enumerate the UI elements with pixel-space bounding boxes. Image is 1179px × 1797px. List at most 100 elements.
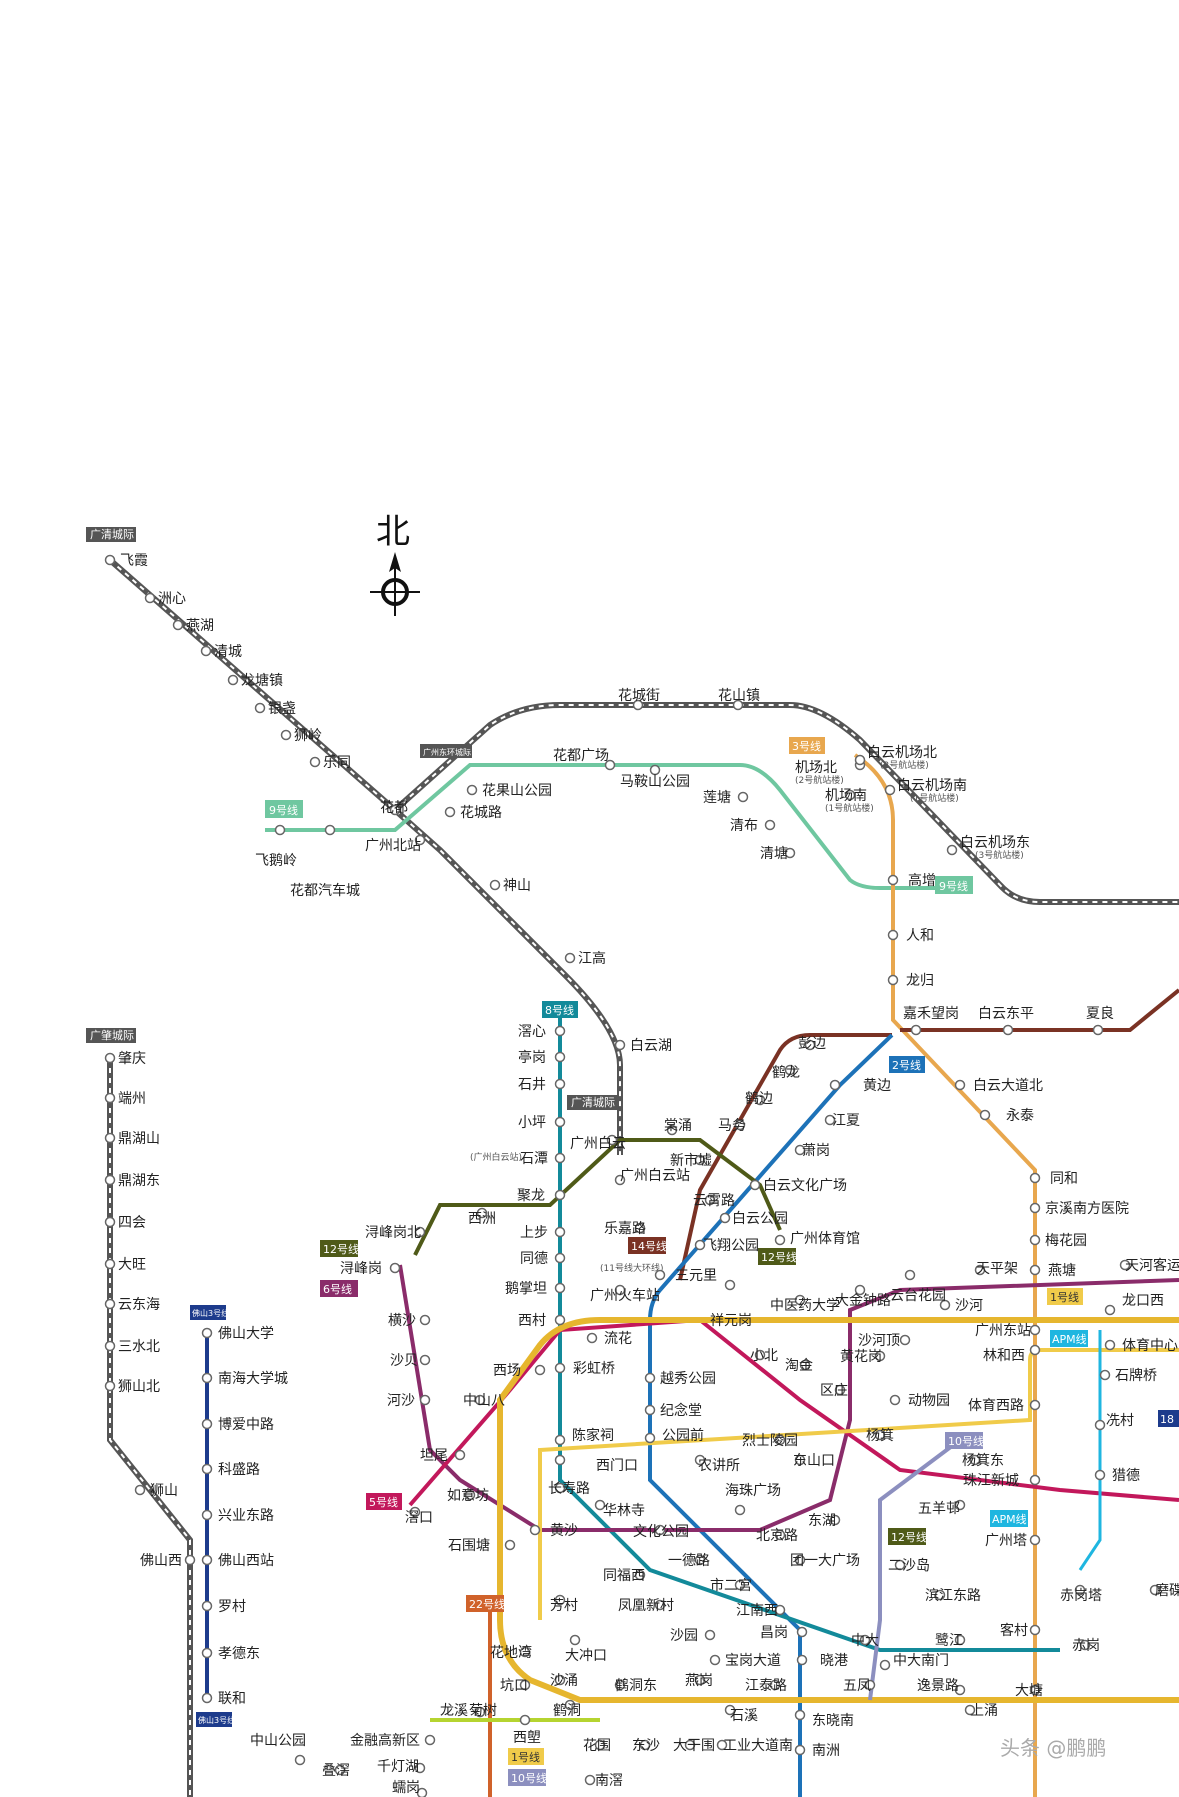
station-marker-jiahe[interactable] bbox=[912, 1026, 921, 1035]
station-marker-jiaoxin[interactable] bbox=[556, 1027, 565, 1036]
station-marker-longgui[interactable] bbox=[889, 976, 898, 985]
station-marker-zhaoqing[interactable] bbox=[106, 1054, 115, 1063]
station-marker-liede[interactable] bbox=[1096, 1471, 1105, 1480]
station-marker-yinzhan[interactable] bbox=[256, 704, 265, 713]
station-marker-fs_univ[interactable] bbox=[203, 1329, 212, 1338]
station-marker-ximenkou[interactable] bbox=[556, 1456, 565, 1465]
station-marker-caihong[interactable] bbox=[556, 1364, 565, 1373]
station-marker-guangzhouta[interactable] bbox=[1031, 1536, 1040, 1545]
station-marker-dawang[interactable] bbox=[106, 1260, 115, 1269]
station-marker-liuhua[interactable] bbox=[588, 1334, 597, 1343]
station-marker-xiaodedong[interactable] bbox=[203, 1649, 212, 1658]
station-marker-shabei[interactable] bbox=[421, 1356, 430, 1365]
station-marker-yongtai[interactable] bbox=[981, 1111, 990, 1120]
station-marker-xiaoping[interactable] bbox=[556, 1118, 565, 1127]
station-marker-baiyunhu[interactable] bbox=[616, 1041, 625, 1050]
station-marker-feixia[interactable] bbox=[106, 556, 115, 565]
station-marker-xichang[interactable] bbox=[536, 1366, 545, 1375]
station-marker-chenjiaci[interactable] bbox=[556, 1436, 565, 1445]
station-marker-tinggang[interactable] bbox=[556, 1053, 565, 1062]
station-marker-xicun[interactable] bbox=[556, 1316, 565, 1325]
station-marker-yanhu[interactable] bbox=[174, 621, 183, 630]
station-marker-foshanxi[interactable] bbox=[186, 1556, 195, 1565]
station-marker-changgang[interactable] bbox=[798, 1628, 807, 1637]
station-marker-shayuan[interactable] bbox=[706, 1631, 715, 1640]
station-marker-baiyungongyuan[interactable] bbox=[721, 1214, 730, 1223]
station-marker-kecun[interactable] bbox=[1031, 1626, 1040, 1635]
station-marker-sanshuibei[interactable] bbox=[106, 1342, 115, 1351]
station-marker-jinianguan[interactable] bbox=[646, 1406, 655, 1415]
station-marker-tiyuxilu[interactable] bbox=[1031, 1401, 1040, 1410]
station-marker-huangbian[interactable] bbox=[831, 1081, 840, 1090]
station-marker-yuntai[interactable] bbox=[906, 1271, 915, 1280]
station-marker-zhouxin[interactable] bbox=[146, 594, 155, 603]
station-marker-gaozeng[interactable] bbox=[889, 876, 898, 885]
station-marker-renhe[interactable] bbox=[889, 931, 898, 940]
station-marker-nanhai_univ[interactable] bbox=[203, 1374, 212, 1383]
station-marker-tongde[interactable] bbox=[556, 1254, 565, 1263]
station-marker-xialiang[interactable] bbox=[1094, 1026, 1103, 1035]
station-marker-nanzhou[interactable] bbox=[796, 1746, 805, 1755]
station-marker-dongwuyuan[interactable] bbox=[891, 1396, 900, 1405]
station-marker-kesheng[interactable] bbox=[203, 1465, 212, 1474]
station-marker-liantang[interactable] bbox=[739, 793, 748, 802]
station-marker-gongyuanqian[interactable] bbox=[646, 1434, 655, 1443]
station-marker-baiyun_jcb[interactable] bbox=[856, 756, 865, 765]
station-marker-shaheding[interactable] bbox=[901, 1336, 910, 1345]
station-marker-shenshan[interactable] bbox=[491, 881, 500, 890]
station-marker-xiancun[interactable] bbox=[1096, 1421, 1105, 1430]
station-marker-ezhangtan[interactable] bbox=[556, 1284, 565, 1293]
station-marker-guangzhoudong[interactable] bbox=[1031, 1326, 1040, 1335]
station-marker-baiyun_jcd[interactable] bbox=[948, 846, 957, 855]
station-marker-shishanbei[interactable] bbox=[106, 1382, 115, 1391]
station-marker-zhongdanan[interactable] bbox=[881, 1661, 890, 1670]
station-marker-shitan[interactable] bbox=[556, 1154, 565, 1163]
station-marker-shijing[interactable] bbox=[556, 1080, 565, 1089]
station-marker-shishan[interactable] bbox=[136, 1486, 145, 1495]
station-marker-shipaiqiao[interactable] bbox=[1101, 1371, 1110, 1380]
station-marker-zhujiangxincheng[interactable] bbox=[1031, 1476, 1040, 1485]
station-marker-yantang[interactable] bbox=[1031, 1266, 1040, 1275]
station-marker-dinghudong[interactable] bbox=[106, 1176, 115, 1185]
station-marker-meihuayuan[interactable] bbox=[1031, 1236, 1040, 1245]
station-marker-xingye[interactable] bbox=[203, 1511, 212, 1520]
station-marker-baiyunwenhua[interactable] bbox=[751, 1181, 760, 1190]
station-marker-qingbu[interactable] bbox=[766, 821, 775, 830]
station-marker-luocun[interactable] bbox=[203, 1602, 212, 1611]
station-marker-haizhu[interactable] bbox=[736, 1506, 745, 1515]
station-marker-dachongkou[interactable] bbox=[571, 1636, 580, 1645]
station-marker-dongxiaonan[interactable] bbox=[796, 1711, 805, 1720]
station-marker-tiyuzhongxin[interactable] bbox=[1106, 1341, 1115, 1350]
station-marker-tanwei[interactable] bbox=[456, 1451, 465, 1460]
station-marker-hesha[interactable] bbox=[421, 1396, 430, 1405]
station-marker-letong[interactable] bbox=[311, 758, 320, 767]
station-marker-sanyuanli[interactable] bbox=[656, 1271, 665, 1280]
station-marker-boai[interactable] bbox=[203, 1420, 212, 1429]
station-marker-huangsha[interactable] bbox=[531, 1526, 540, 1535]
station-marker-zhongshangongyuan[interactable] bbox=[296, 1756, 305, 1765]
station-marker-hengsha[interactable] bbox=[421, 1316, 430, 1325]
station-marker-shiling[interactable] bbox=[282, 731, 291, 740]
station-marker-zhuji[interactable] bbox=[726, 1281, 735, 1290]
station-marker-shangbu[interactable] bbox=[556, 1228, 565, 1237]
station-marker-baiyun_jcn[interactable] bbox=[886, 786, 895, 795]
station-marker-nanjiao[interactable] bbox=[586, 1776, 595, 1785]
station-marker-huaguoshan[interactable] bbox=[468, 786, 477, 795]
station-marker-lianhe[interactable] bbox=[203, 1694, 212, 1703]
station-marker-baogang[interactable] bbox=[711, 1656, 720, 1665]
station-marker-xilang[interactable] bbox=[521, 1716, 530, 1725]
station-marker-huachenglu[interactable] bbox=[446, 808, 455, 817]
station-marker-dinghushan[interactable] bbox=[106, 1134, 115, 1143]
station-marker-tonghe[interactable] bbox=[1031, 1174, 1040, 1183]
station-marker-feieling[interactable] bbox=[276, 826, 285, 835]
station-marker-jingxi[interactable] bbox=[1031, 1204, 1040, 1213]
station-marker-qingcheng[interactable] bbox=[202, 647, 211, 656]
station-marker-yundonghai[interactable] bbox=[106, 1300, 115, 1309]
station-marker-yuexiu[interactable] bbox=[646, 1374, 655, 1383]
station-marker-baiyundongping[interactable] bbox=[1004, 1026, 1013, 1035]
station-marker-jvlong[interactable] bbox=[556, 1191, 565, 1200]
station-marker-xiaogang[interactable] bbox=[798, 1656, 807, 1665]
station-marker-longtangzhen[interactable] bbox=[229, 676, 238, 685]
station-marker-linhexi[interactable] bbox=[1031, 1346, 1040, 1355]
station-marker-jinrong[interactable] bbox=[426, 1736, 435, 1745]
